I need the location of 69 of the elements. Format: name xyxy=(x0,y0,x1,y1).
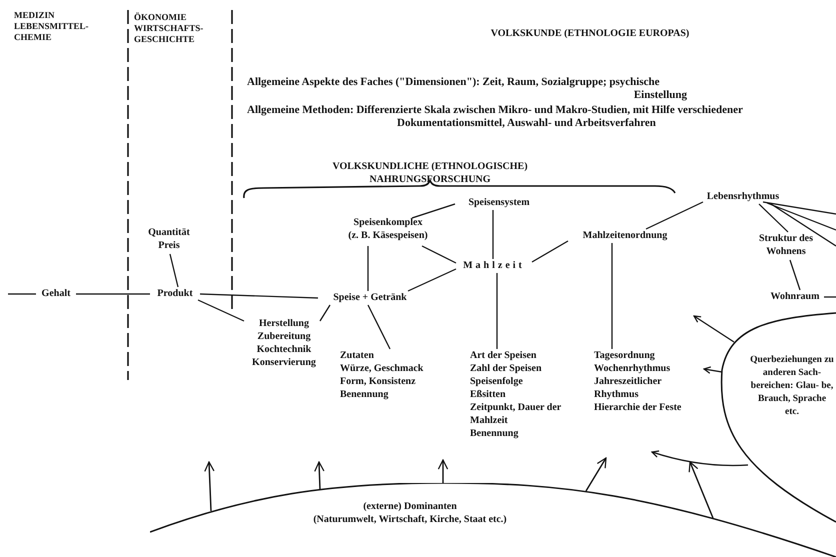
concept-label: Benennung xyxy=(470,427,520,440)
concept-label: Tagesordnung xyxy=(594,349,656,362)
connector-line xyxy=(367,304,391,350)
concept-label: Produkt xyxy=(150,287,200,301)
note-text: Allgemeine Aspekte des Faches ("Dimensionen"): Zeit, Raum, Sozialgruppe; psychische Einstellung xyxy=(247,76,687,102)
connector-line xyxy=(770,204,836,246)
title: VOLKSKUNDE (ETHNOLOGIE EUROPAS) xyxy=(490,27,690,40)
concept-label: Zeitpunkt, Dauer der Mahlzeit xyxy=(470,401,562,427)
arrow xyxy=(688,461,714,518)
arrow xyxy=(693,315,734,342)
connector-line xyxy=(492,210,494,259)
connector-line xyxy=(532,240,568,263)
concept-label: Speisensystem xyxy=(455,196,543,210)
concept-label: (z. B. Käsespeisen) xyxy=(347,229,429,242)
connector-line xyxy=(789,260,801,290)
concept-label: Zubereitung xyxy=(256,330,312,343)
connector-line xyxy=(169,254,179,288)
concept-label: Wohnraum xyxy=(766,290,824,304)
concept-label: Speisenkomplex xyxy=(352,216,424,229)
concept-label: Quantität Preis xyxy=(142,226,196,254)
concept-label: Lebensrhythmus xyxy=(703,190,783,204)
connector-line xyxy=(198,299,244,322)
concept-label: Speisenfolge xyxy=(470,375,524,388)
concept-label: Jahreszeitlicher Rhythmus xyxy=(594,375,662,401)
concept-label: Herstellung xyxy=(258,317,310,330)
column-heading: ÖKONOMIE WIRTSCHAFTS- GESCHICHTE xyxy=(134,12,204,45)
concept-label: Zutaten xyxy=(340,349,375,362)
connector-line xyxy=(762,201,836,215)
connector-line xyxy=(766,202,836,231)
column-heading: MEDIZIN LEBENSMITTEL- CHEMIE xyxy=(14,10,90,43)
arrow xyxy=(438,459,448,483)
connector-line xyxy=(646,201,704,230)
arrow xyxy=(651,450,748,466)
connector-line xyxy=(200,293,318,299)
concept-label: Mahlzeitenordnung xyxy=(566,229,684,243)
concept-label: Form, Konsistenz xyxy=(340,375,417,388)
connector-line xyxy=(758,204,788,232)
connector-line xyxy=(320,304,330,322)
connector-line xyxy=(367,246,369,291)
section-heading: VOLKSKUNDLICHE (ETHNOLOGISCHE) NAHRUNGSFORSCHUNG xyxy=(331,160,529,186)
connector-line xyxy=(408,268,456,292)
concept-label: Mahlzeit xyxy=(456,259,532,273)
note-text: Allgemeine Methoden: Differenzierte Skala zwischen Mikro- und Makro-Studien, mit Hilfe verschiedener Dokumentationsmittel, Auswahl- und Arbeitsverfahren xyxy=(247,104,744,130)
connector-line xyxy=(8,293,36,295)
connector-line xyxy=(496,273,498,349)
arrow xyxy=(314,461,324,490)
concept-label: Würze, Geschmack xyxy=(340,362,424,375)
connector-line xyxy=(422,245,456,264)
concept-label: Wochenrhythmus xyxy=(594,362,672,375)
concept-label: Hierarchie der Feste xyxy=(594,401,682,414)
concept-label: Konservierung xyxy=(251,356,317,369)
concept-label: Zahl der Speisen xyxy=(470,362,542,375)
connector-line xyxy=(611,243,613,349)
arrow xyxy=(204,461,215,512)
region-text: Querbeziehungen zu anderen Sach- bereichen: Glau- be, Brauch, Sprache etc. xyxy=(750,354,834,419)
concept-label: Struktur des Wohnens xyxy=(754,232,818,260)
concept-label: Gehalt xyxy=(36,287,76,301)
connector-line xyxy=(76,293,150,295)
region-text: (externe) Dominanten xyxy=(362,500,458,513)
connector-line xyxy=(412,203,456,219)
region-text: (Naturumwelt, Wirtschaft, Kirche, Staat etc.) xyxy=(312,513,508,526)
arrow xyxy=(585,457,607,492)
concept-label: Speise + Getränk xyxy=(318,291,422,305)
concept-label: Benennung xyxy=(340,388,390,401)
concept-label: Art der Speisen xyxy=(470,349,538,362)
concept-label: Eßsitten xyxy=(470,388,507,401)
connector-line xyxy=(824,296,836,298)
arrow xyxy=(703,366,722,374)
concept-label: Kochtechnik xyxy=(256,343,312,356)
